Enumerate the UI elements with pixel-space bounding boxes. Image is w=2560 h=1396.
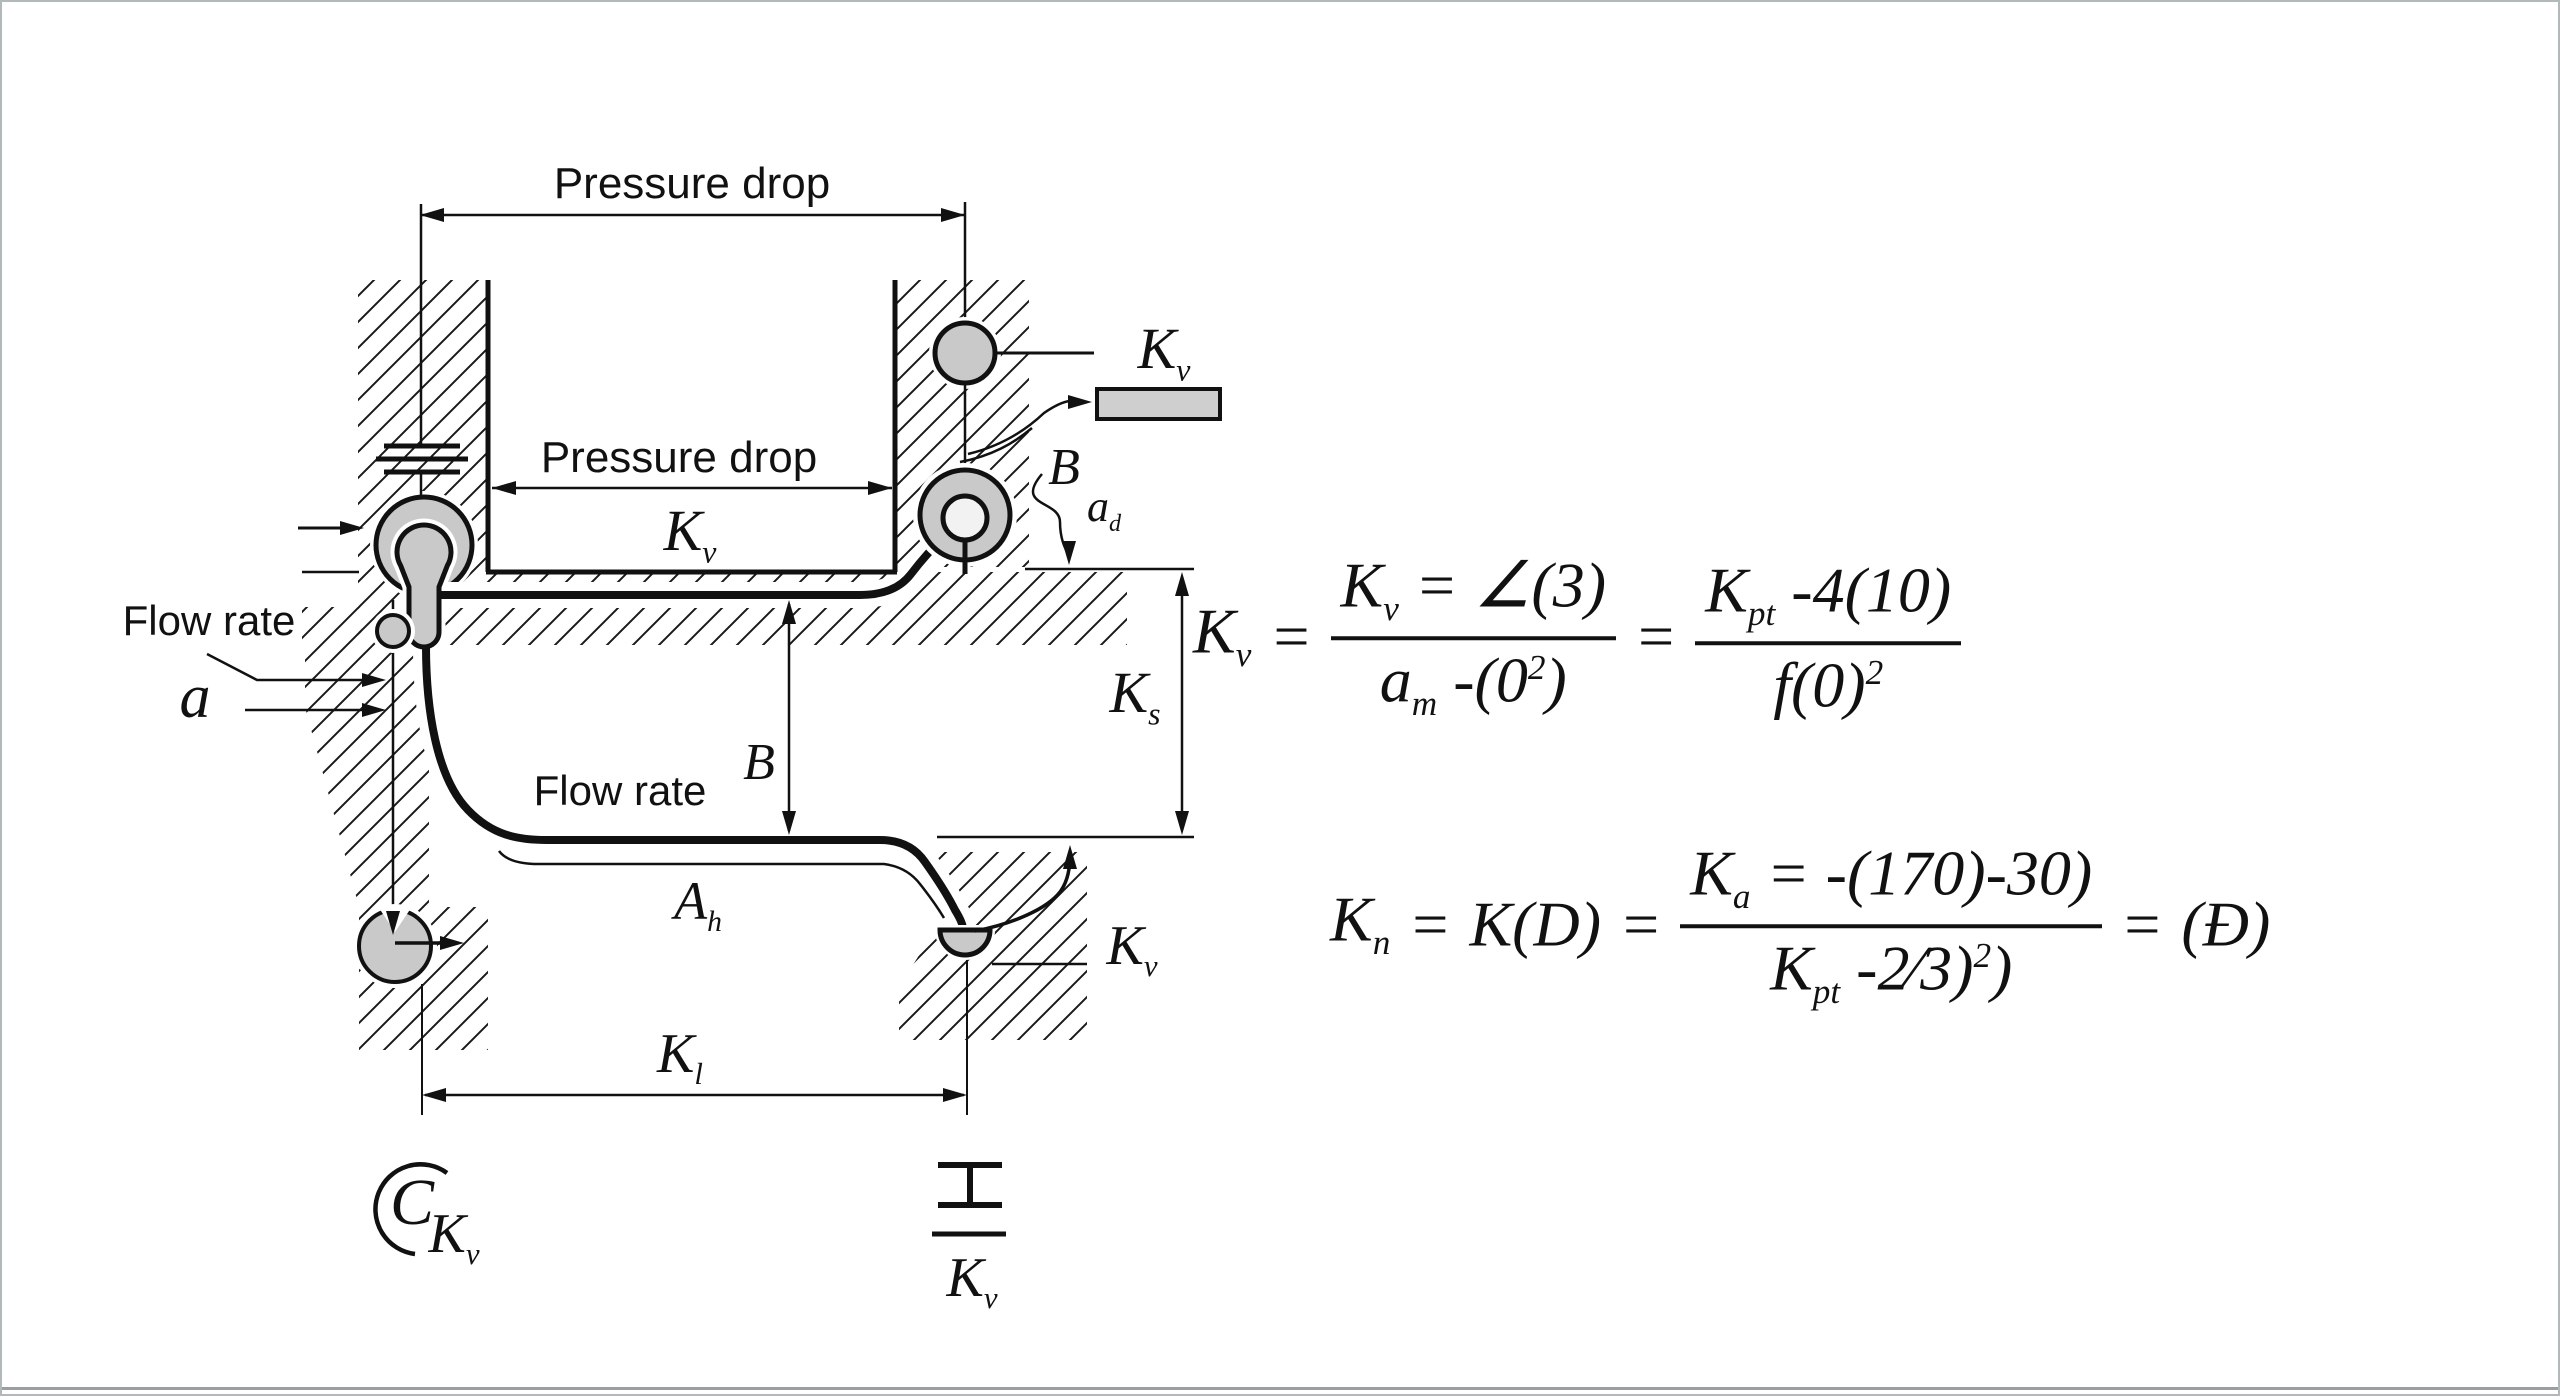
formula1-frac2-denominator: f(0)2 — [1773, 648, 1884, 720]
flow-rate-leader — [206, 652, 362, 682]
dome-valve — [937, 927, 993, 958]
kv-dome-label: Kv — [1106, 915, 1158, 984]
formula1-eq2: = — [1634, 600, 1678, 672]
pressure-drop-top-label: Pressure drop — [553, 159, 831, 208]
kl-span-label: Kl — [657, 1023, 703, 1092]
mid-arrowhead-right — [868, 481, 892, 495]
formula2-frac-numerator: Ka = -(170)-30) — [1680, 837, 2103, 928]
right-valve-ball — [940, 493, 990, 543]
solenoid-arrowhead — [1068, 395, 1092, 409]
formula2-lhs: Kn — [1330, 883, 1391, 963]
formula2-mid: K(D) — [1469, 888, 1601, 960]
ks-arrowhead-bottom — [1175, 811, 1189, 835]
b-arrowhead-bottom — [782, 811, 796, 835]
flow-rate-left-label: Flow rate — [122, 597, 296, 644]
chamber-outline — [485, 280, 898, 575]
kl-arrowhead-right — [943, 1088, 967, 1102]
lower-flow-line — [422, 642, 967, 933]
b-seat-label: B — [1048, 439, 1080, 496]
formula1-frac1-denominator: am -(02) — [1379, 644, 1567, 723]
formula-kn: Kn = K(D) = Ka = -(170)-30) Kpt -2∕3)2) … — [1330, 837, 2270, 1011]
b-arrowhead-top — [782, 600, 796, 624]
a-inlet-label: a — [179, 663, 211, 731]
kv-outlet-label: Kv — [946, 1247, 998, 1316]
solenoid-leader-1 — [967, 399, 1071, 456]
mid-arrowhead-left — [492, 481, 516, 495]
ks-arrowhead-top — [1175, 572, 1189, 596]
ad-seat-label: ad — [1087, 482, 1122, 537]
formula2-frac-denominator: Kpt -2∕3)2) — [1770, 932, 2013, 1011]
ibeam-symbol — [938, 1162, 1002, 1208]
pilot-arrowhead — [386, 911, 400, 935]
c-circle-arc — [373, 1162, 449, 1257]
pilot-ball — [375, 613, 411, 649]
formula2-eq1: = — [1408, 888, 1452, 960]
c-pump-label: C — [389, 1166, 435, 1239]
formula1-lhs: Kv — [1193, 595, 1252, 675]
flow-rate-channel-label: Flow rate — [533, 767, 707, 814]
formula2-tail: (Đ) — [2181, 888, 2271, 960]
solenoid-leader-2 — [959, 427, 1033, 464]
formula1-frac2-numerator: Kpt -4(10) — [1695, 554, 1962, 645]
bottom-border-rule — [2, 1387, 2558, 1390]
left-poppet — [394, 522, 454, 650]
top-arrowhead-left — [420, 208, 444, 222]
flow-rate-arrowhead — [362, 673, 386, 687]
seat-leader-arrowhead — [1062, 541, 1076, 565]
solenoid-block — [1095, 387, 1222, 421]
channel-lower-wall — [498, 850, 946, 919]
kv-topright-label: Kv — [1137, 316, 1191, 388]
kl-arrowhead-left — [422, 1088, 446, 1102]
formula2-eq3: = — [2120, 888, 2164, 960]
formula1-frac1-numerator: Kv = ∠(3) — [1330, 549, 1616, 640]
formula2-eq2: = — [1619, 888, 1663, 960]
a-arrowhead — [362, 703, 386, 717]
ah-channel-label: Ah — [674, 871, 722, 938]
formula1-eq1: = — [1269, 600, 1313, 672]
top-arrowhead-right — [941, 208, 965, 222]
inlet-arrowhead — [340, 521, 364, 535]
ks-span-label: Ks — [1109, 660, 1161, 732]
formula1-fraction2: Kpt -4(10) f(0)2 — [1695, 554, 1962, 720]
right-upper-ball — [932, 320, 998, 386]
dome-out-arrowhead — [1063, 845, 1077, 869]
kv-chamber-label: Kv — [663, 498, 717, 570]
formula1-fraction1: Kv = ∠(3) am -(02) — [1330, 549, 1616, 723]
formula-kv: Kv = Kv = ∠(3) am -(02) = Kpt -4(10) f(0… — [1193, 549, 1962, 723]
b-gap-label: B — [743, 734, 775, 791]
formula2-fraction: Ka = -(170)-30) Kpt -2∕3)2) — [1680, 837, 2103, 1011]
hatch-floor-left-lobe — [302, 607, 362, 645]
pump-out-arrowhead — [440, 936, 464, 950]
pressure-drop-mid-label: Pressure drop — [540, 433, 818, 482]
kv-pump-label: Kv — [428, 1203, 480, 1272]
